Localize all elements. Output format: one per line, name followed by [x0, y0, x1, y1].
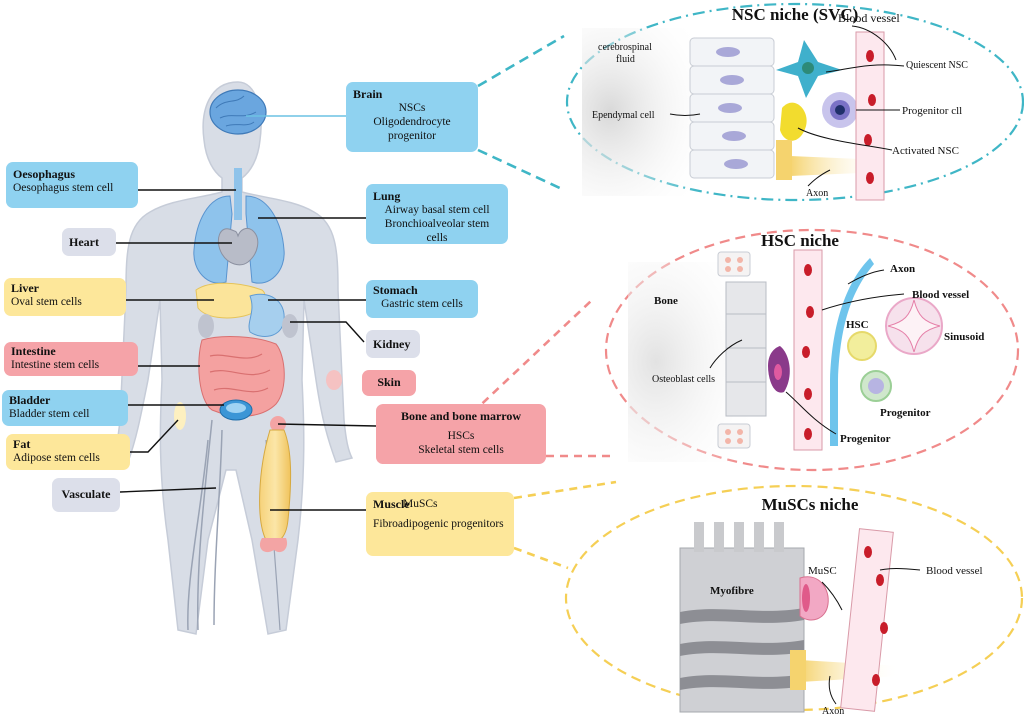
- kidney-title: Kidney: [373, 337, 411, 351]
- muscs-myofibre-label: Myofibre: [710, 585, 754, 597]
- nsc-activated-label: Activated NSC: [892, 145, 959, 157]
- oesophagus-title: Oesophagus: [13, 167, 76, 181]
- muscle-line-2: Fibroadipogenic progenitors: [373, 518, 504, 530]
- nsc-axon-label: Axon: [806, 188, 828, 199]
- intestine-line-1: Intestine stem cells: [11, 359, 100, 371]
- musc-blood-vessel: [840, 528, 894, 712]
- nsc-progenitor-label: Progenitor cll: [902, 105, 962, 117]
- lung-line-2: Bronchioalveolar stem cells: [384, 218, 490, 244]
- muscs-musc-label: MuSC: [808, 565, 837, 577]
- hsc-niche-title: HSC niche: [761, 231, 839, 250]
- musc-pointers: [821, 568, 921, 705]
- hsc-hsc-label: HSC: [846, 319, 869, 331]
- skin-title: Skin: [377, 375, 401, 389]
- vasculate-title: Vasculate: [61, 487, 111, 501]
- bone-marrow-box: Bone and bone marrow HSCs Skeletal stem …: [376, 404, 546, 464]
- bladder-title: Bladder: [9, 393, 51, 407]
- vasculate-box: Vasculate: [52, 478, 120, 512]
- hsc-blood-vessel-label: Blood vessel: [912, 289, 969, 301]
- muscs-niche-title: MuSCs niche: [762, 495, 859, 514]
- nsc-niche-title: NSC niche (SVC): [732, 5, 859, 24]
- bladder-line-1: Bladder stem cell: [9, 408, 90, 420]
- liver-line-1: Oval stem cells: [11, 296, 82, 308]
- hsc-progenitor-right-label: Progenitor: [880, 407, 931, 419]
- brain-line-3: progenitor: [388, 130, 436, 142]
- sinusoid: [885, 297, 943, 355]
- hsc-bone-label: Bone: [654, 295, 678, 307]
- hsc-osteoblast-label: Osteoblast cells: [652, 374, 715, 385]
- stomach-box: Stomach Gastric stem cells: [366, 280, 478, 318]
- muscle-line-1: MuSCs: [403, 498, 438, 510]
- bladder-box: Bladder Bladder stem cell: [2, 390, 128, 426]
- ependymal-cells: [689, 37, 775, 179]
- hsc-axon-label: Axon: [890, 263, 915, 275]
- oesophagus-line-1: Oesophagus stem cell: [13, 182, 114, 194]
- hsc-pointers: [709, 269, 905, 435]
- heart-title: Heart: [69, 235, 99, 249]
- muscle-box: Muscle MuSCs Fibroadipogenic progenitors: [366, 492, 514, 556]
- intestine-box: Intestine Intestine stem cells: [4, 342, 138, 376]
- muscs-axon-label: Axon: [822, 706, 844, 717]
- nsc-pointers: [669, 25, 905, 187]
- lung-title: Lung: [373, 189, 401, 203]
- muscs-blood-vessel-label: Blood vessel: [926, 565, 983, 577]
- human-body: [110, 81, 354, 635]
- kidney-box: Kidney: [366, 330, 420, 358]
- nsc-csf-label-2: fluid: [616, 54, 635, 65]
- hsc-sinusoid-label: Sinusoid: [944, 331, 984, 343]
- brain-box: Brain NSCs Oligodendrocyte progenitor: [346, 82, 478, 152]
- bone-marrow-line-2: Skeletal stem cells: [418, 444, 504, 456]
- nsc-csf-label-1: cerebrospinal: [598, 42, 652, 53]
- nsc-blood-vessel-label: Blood vessel: [838, 11, 900, 25]
- stomach-line-1: Gastric stem cells: [381, 298, 463, 310]
- brain-title: Brain: [353, 87, 383, 101]
- osteoblast-column: [717, 251, 767, 449]
- brain-line-1: NSCs: [398, 102, 426, 114]
- fat-box: Fat Adipose stem cells: [6, 434, 130, 470]
- heart-box: Heart: [62, 228, 116, 256]
- nsc-niche: NSC niche (SVC) cerebrospinal fluid Bloo…: [565, 2, 1024, 202]
- fat-title: Fat: [13, 437, 31, 451]
- liver-box: Liver Oval stem cells: [4, 278, 126, 316]
- nsc-blood-vessel: [855, 31, 885, 201]
- connector-lines: [112, 115, 377, 511]
- hsc-niche: HSC niche Bone Axon Blood vessel HSC Sin…: [604, 228, 1020, 472]
- brain-line-2: Oligodendrocyte: [373, 116, 451, 128]
- muscs-niche: MuSCs niche Myofibre MuSC Blood vessel A…: [564, 484, 1024, 717]
- hsc-progenitor-bottom-label: Progenitor: [840, 433, 891, 445]
- myofibre-block: [679, 522, 805, 713]
- bone-marrow-title: Bone and bone marrow: [400, 409, 522, 423]
- lung-box: Lung Airway basal stem cell Bronchioalve…: [366, 184, 508, 244]
- nsc-quiescent-label: Quiescent NSC: [906, 60, 968, 71]
- fat-line-1: Adipose stem cells: [13, 452, 100, 464]
- hsc-blood-vessel: [793, 249, 823, 451]
- nsc-ependymal-label: Ependymal cell: [592, 110, 655, 121]
- oesophagus-box: Oesophagus Oesophagus stem cell: [6, 162, 138, 208]
- muscle-title: Muscle: [373, 497, 410, 511]
- intestine-title: Intestine: [11, 344, 56, 358]
- lung-line-1: Airway basal stem cell: [384, 204, 490, 216]
- stomach-title: Stomach: [373, 283, 418, 297]
- liver-title: Liver: [11, 281, 39, 295]
- bone-marrow-line-1: HSCs: [447, 430, 475, 442]
- skin-box: Skin: [362, 370, 416, 396]
